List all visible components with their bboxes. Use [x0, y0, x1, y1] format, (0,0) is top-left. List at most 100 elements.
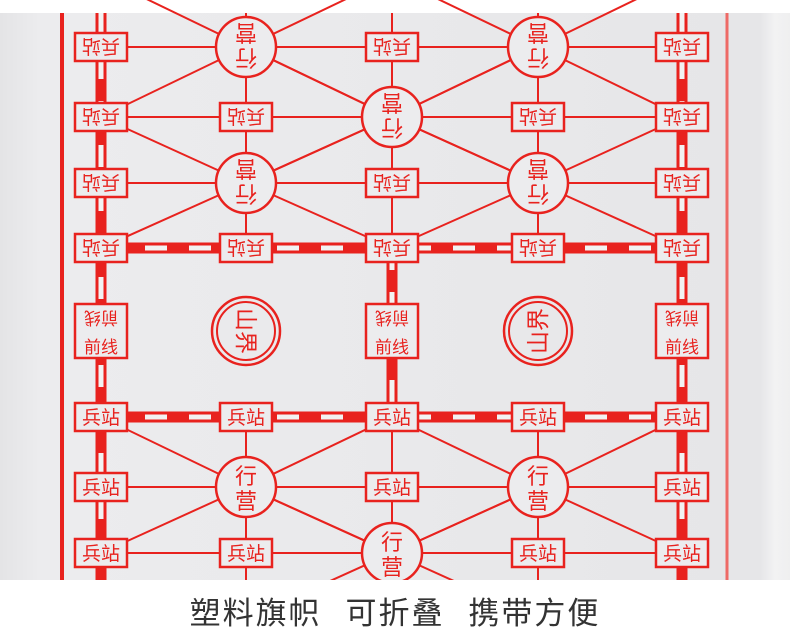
camp-label-top: 行 [235, 44, 257, 69]
station-node: 兵站 [654, 537, 710, 569]
front-box [73, 302, 129, 360]
caption-foldable: 可折叠 [345, 596, 445, 632]
station-node: 兵站 [654, 401, 710, 433]
mountain-label: 山界 [232, 308, 258, 354]
station-label: 兵站 [663, 407, 701, 429]
camp-node: 行营 [506, 15, 570, 79]
station-box [218, 232, 274, 264]
station-node: 兵站 [73, 31, 129, 63]
station-label: 兵站 [82, 171, 120, 193]
mountain-node: 山界 [502, 295, 574, 367]
camp-circle [214, 15, 278, 79]
station-node: 兵站 [510, 401, 566, 433]
mountain-outer-circle [502, 295, 574, 367]
station-node: 兵站 [364, 471, 420, 503]
station-node: 兵站 [510, 232, 566, 264]
station-label: 兵站 [82, 407, 120, 429]
station-box [654, 31, 710, 63]
front-label: 前线 [665, 338, 699, 358]
station-node: 兵站 [73, 471, 129, 503]
camp-label-bottom: 营 [527, 490, 549, 515]
station-label: 兵站 [227, 236, 265, 258]
military-chess-board: 兵站行营兵站行营兵站兵站兵站行营兵站兵站兵站行营兵站行营兵站兵站兵站兵站兵站兵站… [60, 0, 729, 580]
station-label: 兵站 [663, 477, 701, 499]
station-box [654, 167, 710, 199]
station-node: 兵站 [73, 101, 129, 133]
front-label: 前线 [84, 338, 118, 358]
mountain-inner-circle [216, 301, 276, 361]
station-label: 兵站 [82, 35, 120, 57]
station-node: 兵站 [73, 167, 129, 199]
station-node: 兵站 [510, 537, 566, 569]
mountain-label: 山界 [526, 308, 552, 354]
station-label: 兵站 [373, 171, 411, 193]
station-box [654, 401, 710, 433]
mountain-outer-circle [210, 295, 282, 367]
station-box [364, 401, 420, 433]
camp-label-bottom: 营 [527, 155, 549, 180]
station-node: 兵站 [654, 31, 710, 63]
station-box [364, 471, 420, 503]
station-label: 兵站 [227, 407, 265, 429]
front-label-flipped: 前线 [84, 307, 118, 327]
station-label: 兵站 [663, 543, 701, 565]
camp-label-top: 行 [235, 180, 257, 205]
station-box [654, 232, 710, 264]
station-box [364, 167, 420, 199]
station-box [73, 101, 129, 133]
camp-node: 行营 [506, 455, 570, 519]
mountain-node-inner: 山界 [502, 295, 574, 367]
station-box [73, 471, 129, 503]
camp-label-bottom: 营 [235, 19, 257, 44]
station-label: 兵站 [519, 236, 557, 258]
station-label: 兵站 [82, 477, 120, 499]
station-box [218, 101, 274, 133]
station-label: 兵站 [82, 543, 120, 565]
station-label: 兵站 [519, 105, 557, 127]
camp-circle [360, 521, 424, 580]
front-label: 前线 [375, 338, 409, 358]
station-label: 兵站 [663, 35, 701, 57]
station-label: 兵站 [373, 477, 411, 499]
station-label: 兵站 [227, 105, 265, 127]
camp-node: 行营 [214, 151, 278, 215]
station-box [510, 401, 566, 433]
station-label: 兵站 [227, 543, 265, 565]
front-box [654, 302, 710, 360]
station-node: 兵站 [654, 232, 710, 264]
camp-label-bottom: 营 [381, 556, 403, 580]
station-box [364, 232, 420, 264]
station-label: 兵站 [373, 236, 411, 258]
station-box [218, 401, 274, 433]
station-label: 兵站 [373, 35, 411, 57]
station-box [654, 471, 710, 503]
station-label: 兵站 [373, 407, 411, 429]
station-node: 兵站 [364, 401, 420, 433]
camp-label-bottom: 营 [235, 490, 257, 515]
caption: 塑料旗帜 可折叠 携带方便 [0, 588, 790, 633]
station-box [218, 537, 274, 569]
caption-material: 塑料旗帜 [189, 596, 322, 632]
camp-node: 行营 [360, 85, 424, 149]
caption-portable: 携带方便 [468, 596, 601, 632]
station-box [73, 31, 129, 63]
mountain-inner-circle [508, 301, 568, 361]
front-label-flipped: 前线 [665, 307, 699, 327]
station-node: 兵站 [218, 401, 274, 433]
station-node: 兵站 [218, 232, 274, 264]
station-box [510, 537, 566, 569]
camp-circle [506, 151, 570, 215]
station-box [364, 31, 420, 63]
station-node: 兵站 [364, 167, 420, 199]
station-node: 兵站 [654, 471, 710, 503]
camp-label-top: 行 [527, 180, 549, 205]
camp-label-bottom: 营 [381, 89, 403, 114]
station-box [510, 101, 566, 133]
station-box [654, 537, 710, 569]
station-label: 兵站 [663, 105, 701, 127]
station-box [510, 232, 566, 264]
camp-circle [360, 85, 424, 149]
